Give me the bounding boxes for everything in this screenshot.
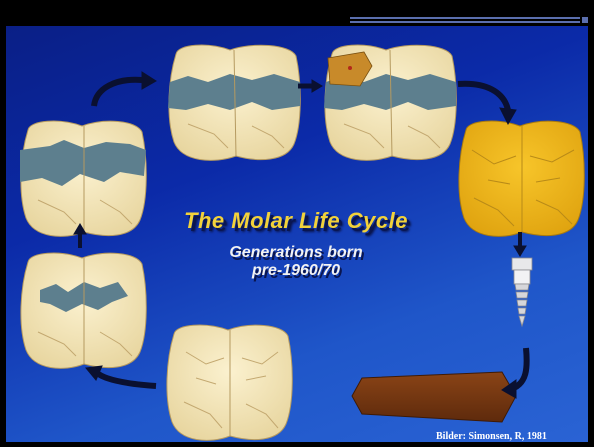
header-stripe xyxy=(350,21,580,23)
arrow-icon xyxy=(96,372,156,386)
header-stripe xyxy=(350,17,580,19)
frame-right xyxy=(588,26,594,447)
subtitle-line: Generations born xyxy=(196,244,396,262)
arrow-icon xyxy=(94,80,142,106)
implant-icon xyxy=(512,258,532,326)
slide-subtitle: Generations born pre-1960/70 xyxy=(196,244,396,280)
image-credit: Bilder: Simonsen, R, 1981 xyxy=(436,431,547,442)
slide-title: The Molar Life Cycle xyxy=(156,208,436,234)
cycle-arrows xyxy=(74,72,527,398)
frame-bottom xyxy=(0,442,594,447)
arrow-icon xyxy=(458,84,508,110)
tooth-decay-icon xyxy=(324,45,456,160)
header-square xyxy=(582,17,588,23)
tooth-filling-icon xyxy=(20,121,146,236)
slide-header-bar xyxy=(0,0,594,26)
tooth-icon xyxy=(167,325,292,440)
arrow-head-icon xyxy=(312,80,322,92)
diagram-canvas: The Molar Life Cycle Generations born pr… xyxy=(6,26,588,442)
tooth-filling-icon xyxy=(168,45,300,160)
subtitle-line: pre-1960/70 xyxy=(196,262,396,280)
arrow-head-icon xyxy=(142,72,156,89)
arrow-head-icon xyxy=(514,246,526,256)
coffin-icon xyxy=(352,372,516,422)
molar-life-cycle-diagram xyxy=(6,26,588,442)
crown-icon xyxy=(459,121,584,236)
tooth-filling-icon xyxy=(21,253,146,368)
